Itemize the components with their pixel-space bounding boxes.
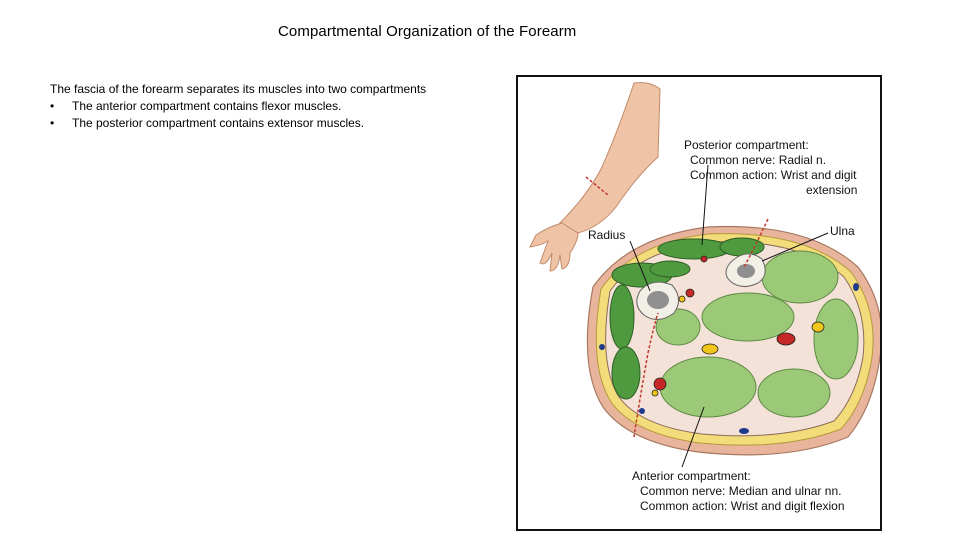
anterior-muscle: [813, 298, 859, 380]
anterior-title-label: Anterior compartment:: [632, 469, 751, 483]
nerve: [811, 321, 825, 333]
posterior-muscle: [649, 260, 691, 278]
posterior-title-label: Posterior compartment:: [684, 138, 809, 152]
nerve: [678, 295, 686, 303]
vein: [599, 344, 605, 350]
bullet-text: The posterior compartment contains exten…: [72, 116, 365, 130]
anterior-muscle: [655, 308, 701, 346]
posterior-muscle: [611, 346, 641, 400]
anterior-muscle: [761, 250, 839, 304]
arm-sketch: [529, 82, 661, 272]
vein: [739, 428, 749, 434]
vein: [639, 408, 645, 414]
forearm-illustration: Posterior compartment: Common nerve: Rad…: [529, 82, 880, 513]
posterior-action-label-2: extension: [806, 183, 857, 197]
anterior-muscle: [757, 368, 831, 418]
slide-title: Compartmental Organization of the Forear…: [278, 23, 577, 40]
intro-text: The fascia of the forearm separates its …: [50, 82, 427, 96]
posterior-muscle: [609, 284, 635, 350]
radius-pointer: [629, 240, 651, 292]
bullet-list: • The anterior compartment contains flex…: [50, 98, 470, 132]
posterior-pointer: [701, 164, 709, 246]
artery: [776, 332, 796, 346]
ulna-label: Ulna: [830, 224, 855, 238]
anterior-nerve-label: Common nerve: Median and ulnar nn.: [640, 484, 841, 498]
bullet-text: The anterior compartment contains flexor…: [72, 99, 342, 113]
artery: [653, 377, 667, 391]
bullet-marker: •: [50, 99, 55, 113]
radius-label: Radius: [588, 228, 625, 242]
artery: [700, 255, 708, 263]
ulna-marrow: [737, 264, 755, 278]
bullet-posterior: • The posterior compartment contains ext…: [50, 115, 470, 132]
nerve: [651, 389, 659, 397]
ulna-pointer: [761, 232, 829, 262]
posterior-muscle: [657, 238, 731, 260]
vein: [853, 283, 859, 291]
posterior-action-label: Common action: Wrist and digit: [690, 168, 857, 182]
cross-section: [586, 218, 880, 456]
anterior-muscle: [659, 356, 757, 418]
posterior-nerve-label: Common nerve: Radial n.: [690, 153, 826, 167]
fascia-line: [633, 312, 659, 438]
anterior-pointer: [681, 406, 705, 468]
body-text: The fascia of the forearm separates its …: [50, 81, 470, 132]
nerve: [701, 343, 719, 355]
bullet-anterior: • The anterior compartment contains flex…: [50, 98, 470, 115]
posterior-muscle: [719, 237, 765, 257]
radius-marrow: [647, 291, 669, 309]
artery: [685, 288, 695, 298]
fascia-line: [743, 218, 769, 268]
bullet-marker: •: [50, 116, 55, 130]
anterior-muscle: [701, 292, 795, 342]
anterior-action-label: Common action: Wrist and digit flexion: [640, 499, 845, 513]
forearm-cross-section-figure: Posterior compartment: Common nerve: Rad…: [516, 75, 882, 531]
